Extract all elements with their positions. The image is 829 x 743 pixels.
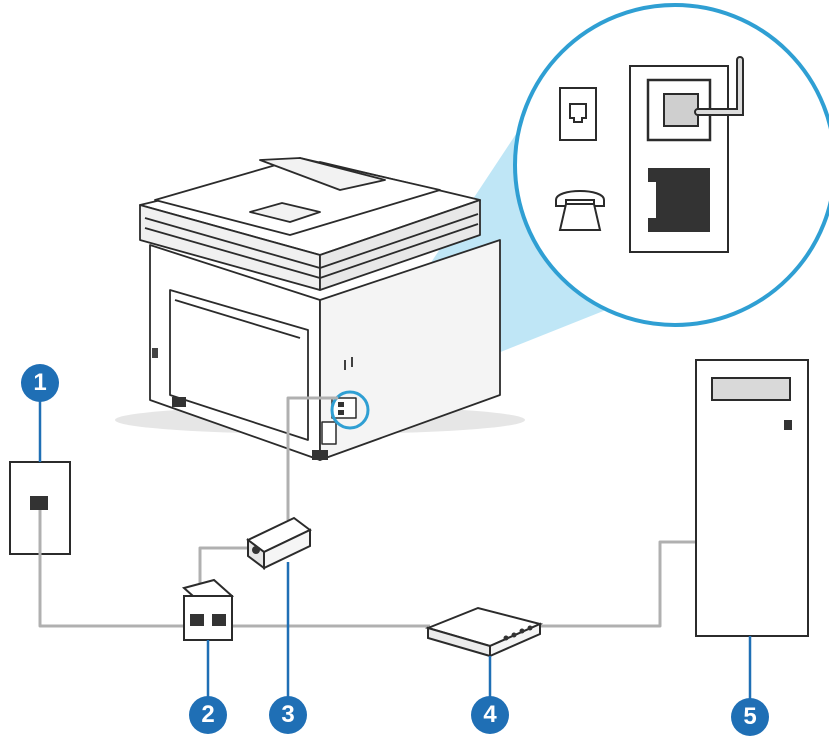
callout-computer: 5 <box>731 698 769 736</box>
phone-jack-icon <box>559 87 597 141</box>
dsl-modem <box>424 606 544 658</box>
callout-splitter: 2 <box>189 696 227 734</box>
dsl-filter <box>246 516 312 570</box>
splitter <box>181 578 235 641</box>
telephone-handset-icon <box>555 190 605 231</box>
callout-wall-jack: 1 <box>21 364 59 402</box>
callout-dsl-modem: 4 <box>471 696 509 734</box>
callout-leaders <box>38 398 752 700</box>
computer-tower <box>695 359 809 637</box>
printer <box>115 157 525 461</box>
cables <box>38 396 700 628</box>
callout-dsl-filter: 3 <box>269 696 307 734</box>
port-zoom <box>513 3 829 327</box>
